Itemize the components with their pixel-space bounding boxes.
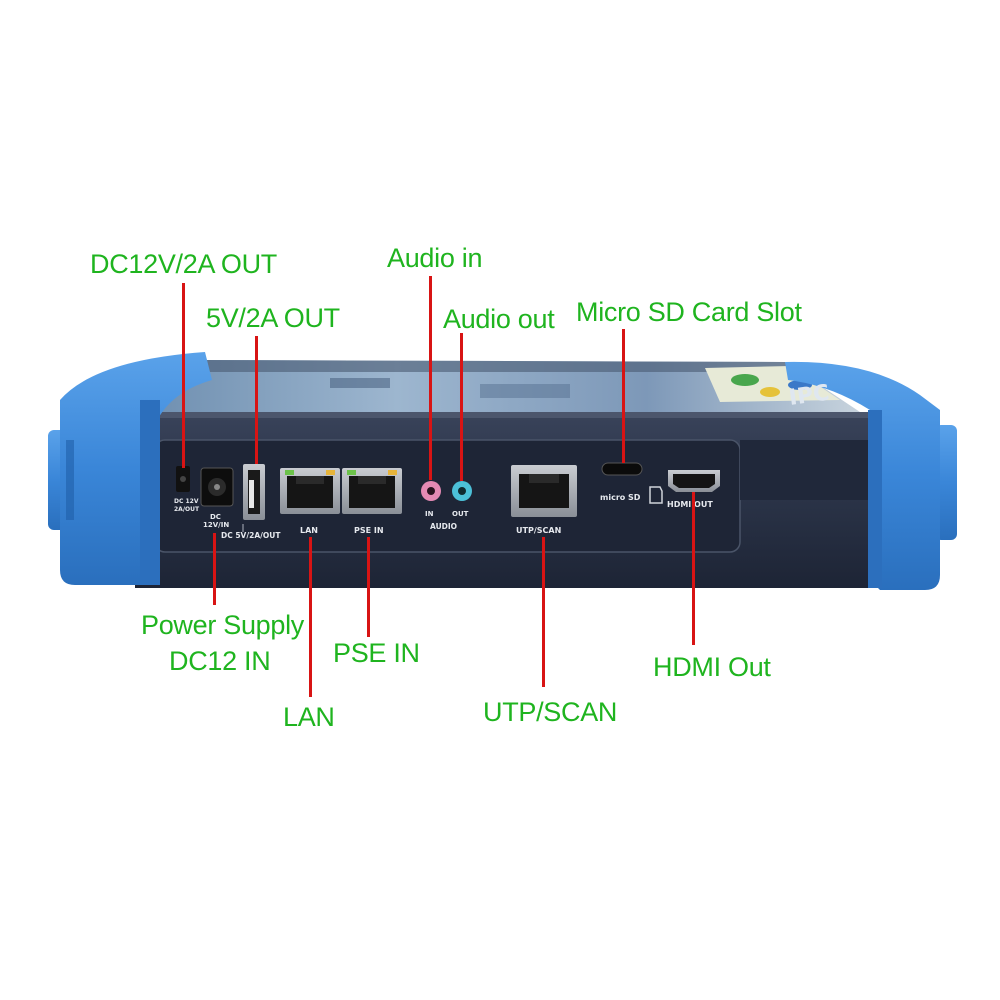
panel-label-dc-out-1: DC 12V — [174, 498, 199, 505]
leader-hdmi-out — [692, 492, 695, 645]
panel-label-dc-in-1: DC — [210, 513, 221, 521]
panel-label-micro-sd: micro SD — [600, 493, 641, 502]
leader-audio-in — [429, 276, 432, 480]
panel-label-audio: AUDIO — [430, 522, 457, 531]
panel-label-dc-out-2: 2A/OUT — [174, 506, 200, 513]
callout-audio-in: Audio in — [387, 243, 483, 273]
callout-power-supply-line1: Power Supply — [141, 610, 304, 640]
right-bumper — [785, 361, 957, 590]
panel-label-usb: DC 5V/2A/OUT — [221, 531, 281, 540]
leader-audio-out — [460, 333, 463, 481]
panel-label-hdmi-out: HDMI OUT — [667, 500, 713, 509]
left-bumper — [48, 352, 212, 585]
panel-label-pse-in: PSE IN — [354, 526, 384, 535]
keypad-buttons — [705, 366, 840, 402]
leader-micro-sd — [622, 329, 625, 463]
leader-power-supply — [213, 533, 216, 605]
callout-dc12v-out: DC12V/2A OUT — [90, 249, 277, 279]
device-screen-edge — [148, 360, 860, 412]
panel-label-utp-scan: UTP/SCAN — [516, 526, 561, 535]
callout-utp-scan: UTP/SCAN — [483, 697, 618, 727]
callout-lan: LAN — [283, 702, 335, 732]
panel-label-dc-in-2: 12V/IN — [203, 521, 229, 529]
sd-card-icon — [649, 486, 663, 504]
leader-usb-5v-out — [255, 336, 258, 464]
leader-lan — [309, 537, 312, 697]
panel-label-audio-out: OUT — [452, 510, 469, 518]
panel-label-audio-in: IN — [425, 510, 434, 518]
leader-utp-scan — [542, 537, 545, 687]
side-recess — [740, 440, 872, 500]
body-top-edge — [135, 412, 875, 418]
leader-pse-in — [367, 537, 370, 637]
callout-pse-in: PSE IN — [333, 638, 420, 668]
hdmi-port — [668, 470, 720, 492]
utp-scan-port — [511, 465, 577, 517]
callout-micro-sd: Micro SD Card Slot — [576, 297, 802, 327]
screen-logo: IPC — [787, 381, 831, 411]
callout-hdmi-out: HDMI Out — [653, 652, 771, 682]
lan-port — [280, 468, 340, 514]
callout-audio-out: Audio out — [443, 304, 555, 334]
callout-usb-5v-out: 5V/2A OUT — [206, 303, 340, 333]
panel-label-lan: LAN — [300, 526, 318, 535]
leader-dc12v-out — [182, 283, 185, 468]
micro-sd-slot — [601, 462, 643, 476]
callout-power-supply-line2: DC12 IN — [169, 646, 271, 676]
pse-in-port — [342, 468, 402, 514]
